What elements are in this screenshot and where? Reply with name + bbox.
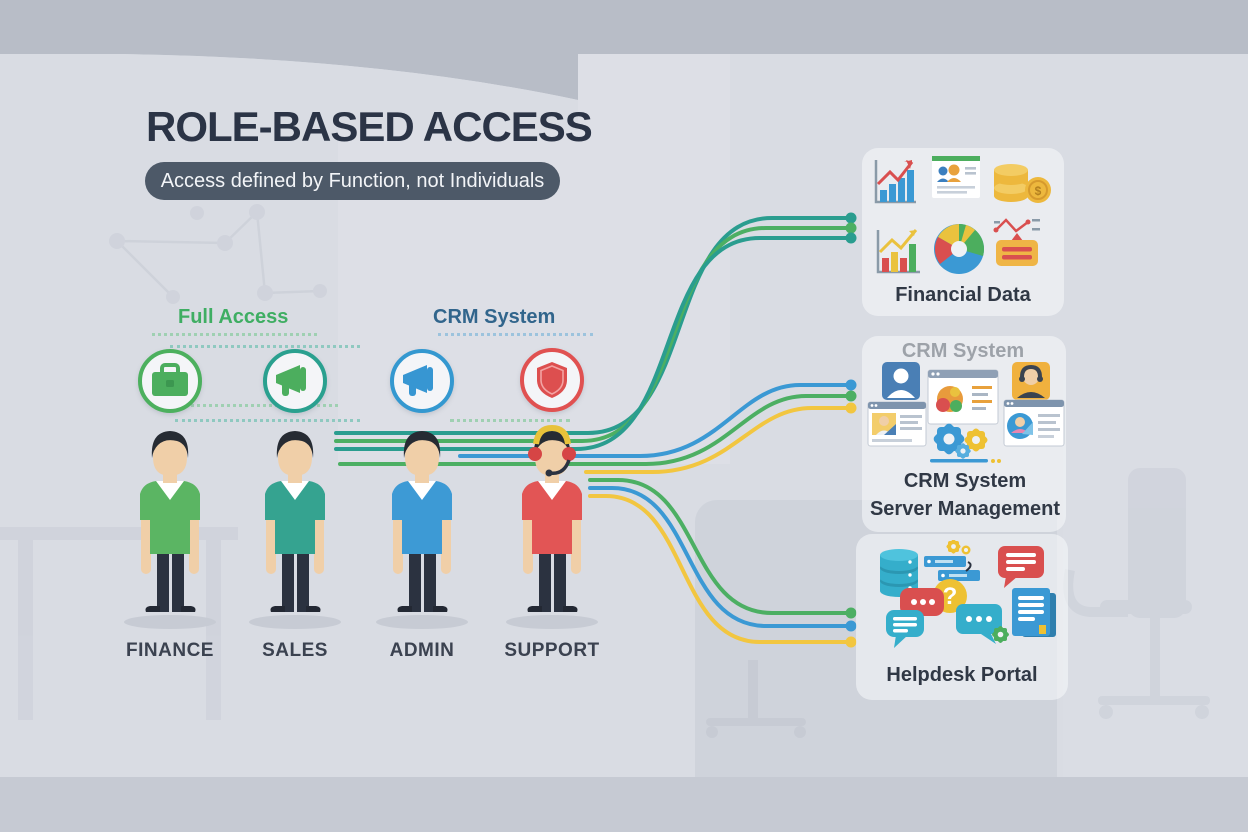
support-person-figure <box>506 418 598 629</box>
network-pattern-decoration <box>109 204 327 304</box>
dotted-rule <box>438 333 593 336</box>
role-label-sales: SALES <box>262 640 328 661</box>
crm-browser-icon <box>927 369 999 425</box>
database-icon <box>880 549 918 597</box>
admin-badge-circle <box>390 349 454 413</box>
support-agent-avatar-icon <box>1012 362 1050 400</box>
subtitle-banner: Access defined by Function, not Individu… <box>145 162 560 200</box>
shield-icon <box>537 362 567 398</box>
crm-system-icons <box>867 362 1065 463</box>
chat-bubble-lines-icon <box>998 546 1044 588</box>
team-report-icon <box>932 156 980 198</box>
sales-badge-circle <box>263 349 327 413</box>
briefcase-icon <box>152 363 188 396</box>
dotted-rule <box>152 333 317 336</box>
financial-data-label: Financial Data <box>895 284 1031 306</box>
dotted-rule <box>168 404 338 407</box>
role-label-admin: ADMIN <box>389 640 455 661</box>
customer-profile-card-icon <box>867 401 927 447</box>
financial-data-icons: $ <box>874 156 1051 274</box>
pie-chart-icon <box>934 224 984 274</box>
user-avatar-icon <box>882 362 920 400</box>
server-management-label: Server Management <box>869 498 1061 520</box>
support-badge-circle <box>520 348 584 412</box>
crm-system-mid-label: CRM System <box>903 470 1027 492</box>
floor-band <box>0 777 1248 832</box>
coins-icon: $ <box>994 164 1051 203</box>
top-wall-band <box>0 0 1248 54</box>
helpdesk-portal-icons: ? <box>880 540 1056 648</box>
page-title: ROLE-BASED ACCESS <box>146 103 593 150</box>
sales-person-figure <box>249 431 341 629</box>
helpdesk-portal-label: Helpdesk Portal <box>886 664 1038 686</box>
dotted-rule <box>450 419 570 422</box>
dotted-rule <box>175 419 360 422</box>
finance-badge-circle <box>138 349 202 413</box>
megaphone-icon <box>403 365 433 396</box>
chat-pair-icon <box>886 588 944 648</box>
gears-icon <box>930 423 1001 463</box>
title-dome-shape <box>0 54 578 130</box>
document-icon <box>1012 588 1056 637</box>
server-management-icon <box>924 540 980 581</box>
client-profile-card-icon <box>1003 399 1065 447</box>
bar-chart-up-icon <box>874 160 916 204</box>
full-access-label: Full Access <box>178 306 289 328</box>
svg-text:$: $ <box>1035 184 1042 198</box>
chat-dots-gear-icon <box>956 604 1009 644</box>
finance-person-figure <box>124 431 216 629</box>
finance-alert-icon <box>993 218 1040 266</box>
svg-text:?: ? <box>943 583 958 610</box>
subtitle-text: Access defined by Function, not Individu… <box>160 169 545 192</box>
line-endpoint-dots <box>845 212 857 648</box>
role-label-support: SUPPORT <box>504 640 600 661</box>
megaphone-icon <box>276 365 306 396</box>
role-label-finance: FINANCE <box>126 640 214 661</box>
bar-chart-colorful-icon <box>876 229 920 274</box>
admin-person-figure <box>376 431 468 629</box>
crm-system-label: CRM System <box>433 306 556 328</box>
dotted-rule <box>170 345 360 348</box>
